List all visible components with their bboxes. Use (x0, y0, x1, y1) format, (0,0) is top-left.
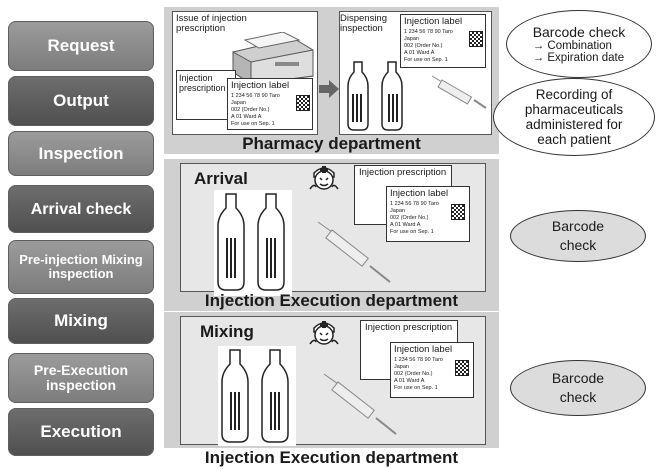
label-line: For use on Sep. 1 (394, 385, 438, 391)
syringe-icon (431, 75, 487, 109)
nurse-icon (309, 321, 339, 345)
recording-text: Recording of pharmaceuticals administere… (524, 87, 624, 147)
arrival-title: Arrival (194, 169, 248, 188)
label-line: 1 234 56 78 90 Taro (231, 93, 280, 99)
printer-icon (232, 32, 314, 84)
label-line: For use on Sep. 1 (404, 57, 448, 63)
label-line: Japan (390, 208, 405, 214)
mixing-title: Mixing (200, 322, 254, 341)
label-line: Japan (231, 100, 246, 106)
dispensing-box: Dispensing inspection Injection label 1 … (339, 11, 492, 135)
label-line: 1 234 56 78 90 Taro (404, 29, 453, 35)
ampoule-icon (214, 190, 292, 296)
step-pre-execution-inspection: Pre-Execution inspection (8, 353, 154, 403)
ampoule-icon (347, 61, 403, 131)
label-line: 002 (Order No.) (404, 43, 443, 49)
barcode-check-oval: Barcode check (510, 210, 646, 262)
barcode-check-oval: Barcode check → Combination → Expiration… (506, 10, 652, 78)
qr-code (455, 360, 469, 376)
label-line: 1 234 56 78 90 Taro (390, 201, 439, 207)
barcode-check-item: → Combination (532, 40, 612, 52)
syringe-icon (317, 221, 391, 283)
issue-box: Issue of injection prescription Injectio… (172, 11, 318, 135)
label-line: 1 234 56 78 90 Taro (394, 357, 443, 363)
qr-code (451, 204, 465, 220)
step-pre-injection-mixing-inspection: Pre-injection Mixing inspection (8, 240, 154, 294)
nurse-icon (309, 166, 339, 190)
barcode-check-oval: Barcode check (510, 360, 646, 416)
step-mixing: Mixing (8, 298, 154, 344)
label-line: For use on Sep. 1 (231, 121, 275, 127)
step-request: Request (8, 21, 154, 71)
label-line: A 01 Ward A (404, 50, 435, 56)
qr-code (469, 31, 483, 47)
barcode-check-text: Barcode check (551, 370, 605, 405)
qr-code (296, 95, 310, 111)
mixing-dept-label: Injection Execution department (204, 448, 459, 467)
label-line: 002 (Order No.) (390, 215, 429, 221)
label-line: A 01 Ward A (390, 222, 421, 228)
label-line: A 01 Ward A (231, 114, 262, 120)
arrival-dept-label: Injection Execution department (204, 291, 459, 310)
label-line: Japan (404, 36, 419, 42)
issue-label: Issue of injection prescription (176, 13, 247, 34)
step-output: Output (8, 76, 154, 126)
step-arrival-check: Arrival check (8, 185, 154, 233)
pharmacy-dept-label: Pharmacy department (242, 134, 421, 153)
recording-oval: Recording of pharmaceuticals administere… (493, 78, 655, 156)
label-line: 002 (Order No.) (231, 107, 270, 113)
ampoule-icon (218, 346, 296, 446)
step-inspection: Inspection (8, 131, 154, 176)
arrow-right-icon (319, 80, 339, 98)
dispensing-label: Dispensing inspection (340, 13, 387, 34)
barcode-check-title: Barcode check (532, 24, 626, 40)
label-line: Japan (394, 364, 409, 370)
syringe-icon (323, 373, 397, 435)
barcode-check-item: → Expiration date (532, 52, 625, 64)
step-execution: Execution (8, 408, 154, 456)
barcode-check-text: Barcode check (551, 218, 605, 253)
label-line: 002 (Order No.) (394, 371, 433, 377)
label-line: For use on Sep. 1 (390, 229, 434, 235)
label-line: A 01 Ward A (394, 378, 425, 384)
